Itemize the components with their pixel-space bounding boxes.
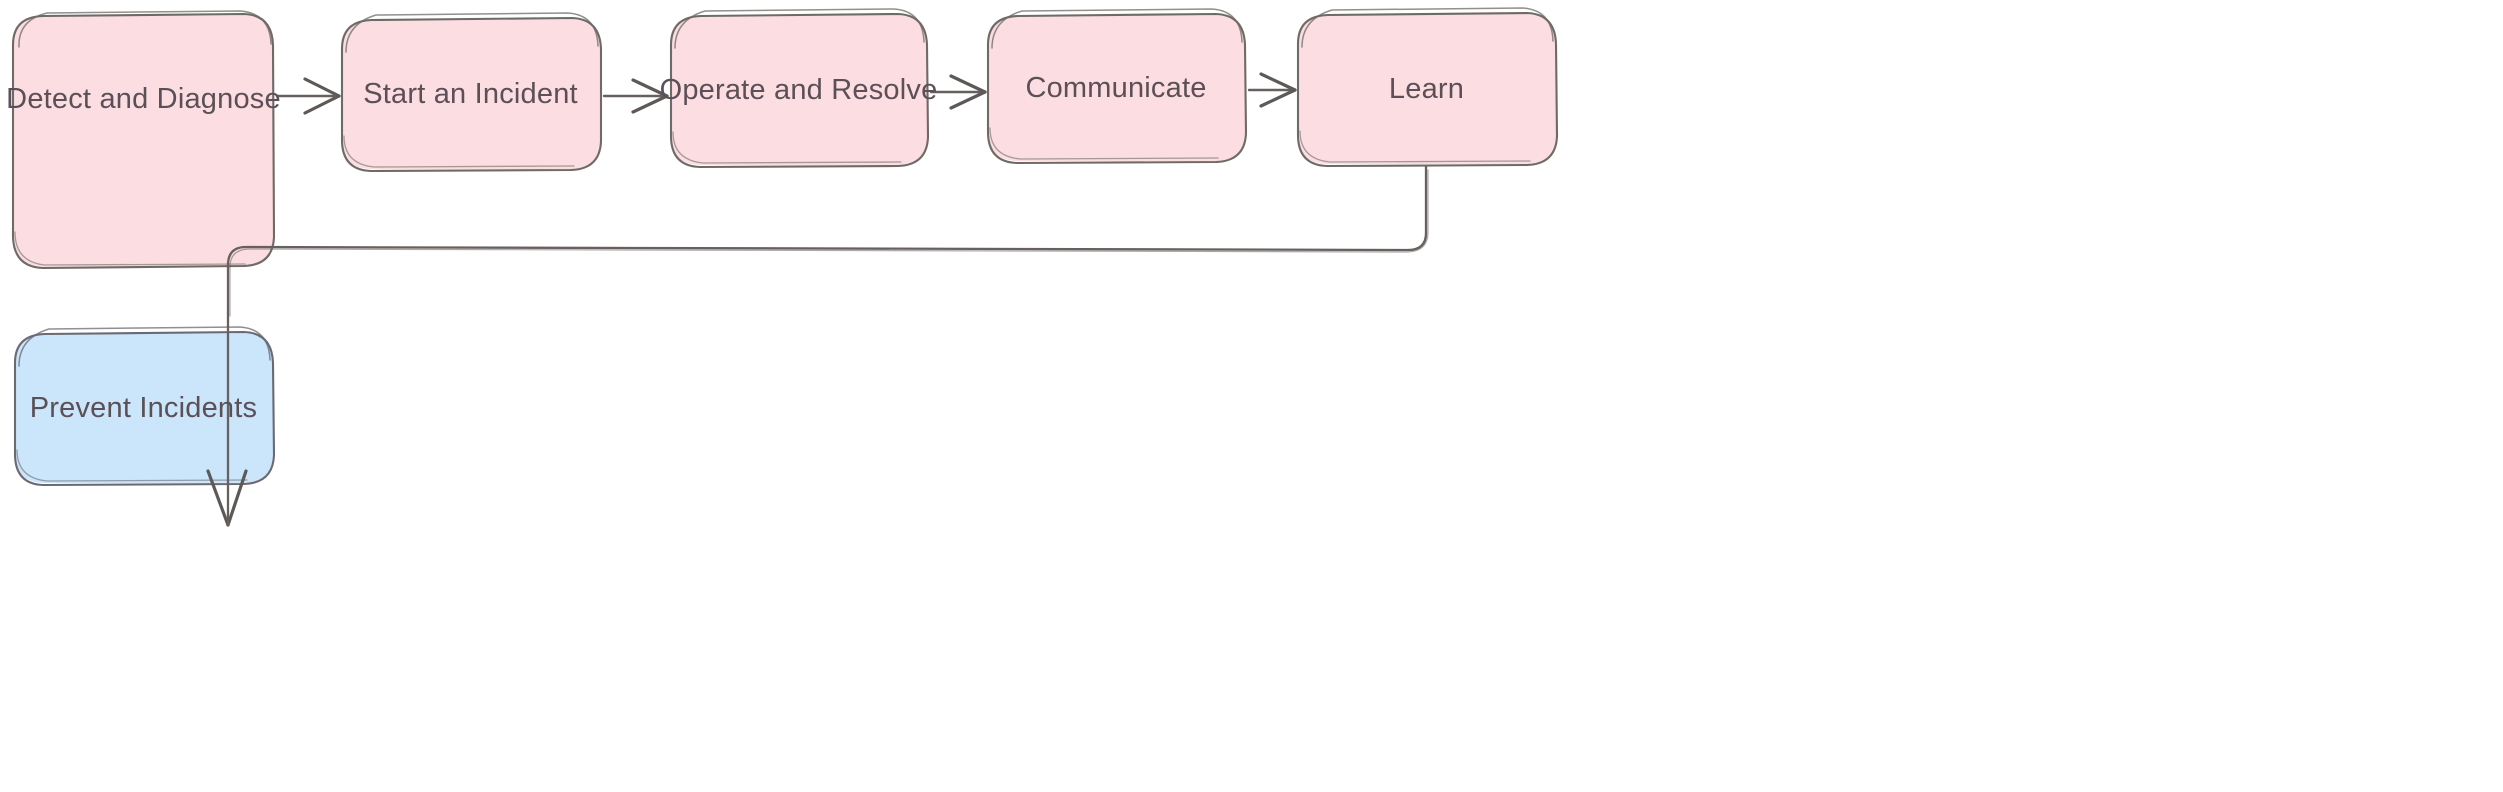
edge-start-to-operate [602, 78, 669, 114]
edge-operate-to-communicate [929, 74, 987, 110]
edge-learn-to-prevent [206, 165, 1429, 527]
node-start-an-incident[interactable] [341, 18, 600, 170]
edge-detect-to-start [275, 77, 341, 115]
node-shape-communicate[interactable] [986, 8, 1248, 165]
node-shape-start-an-incident[interactable] [340, 12, 603, 173]
node-detect-and-diagnose[interactable] [13, 14, 274, 267]
node-communicate[interactable] [987, 15, 1245, 162]
node-learn[interactable] [1297, 13, 1556, 165]
node-prevent-incidents[interactable] [14, 332, 273, 484]
node-shape-learn[interactable] [1296, 7, 1559, 168]
node-operate-and-resolve[interactable] [670, 14, 927, 166]
node-shape-operate-and-resolve[interactable] [669, 8, 930, 169]
node-shape-prevent-incidents[interactable] [13, 326, 276, 487]
node-shape-detect-and-diagnose[interactable] [11, 10, 276, 270]
edge-communicate-to-learn [1247, 72, 1297, 108]
